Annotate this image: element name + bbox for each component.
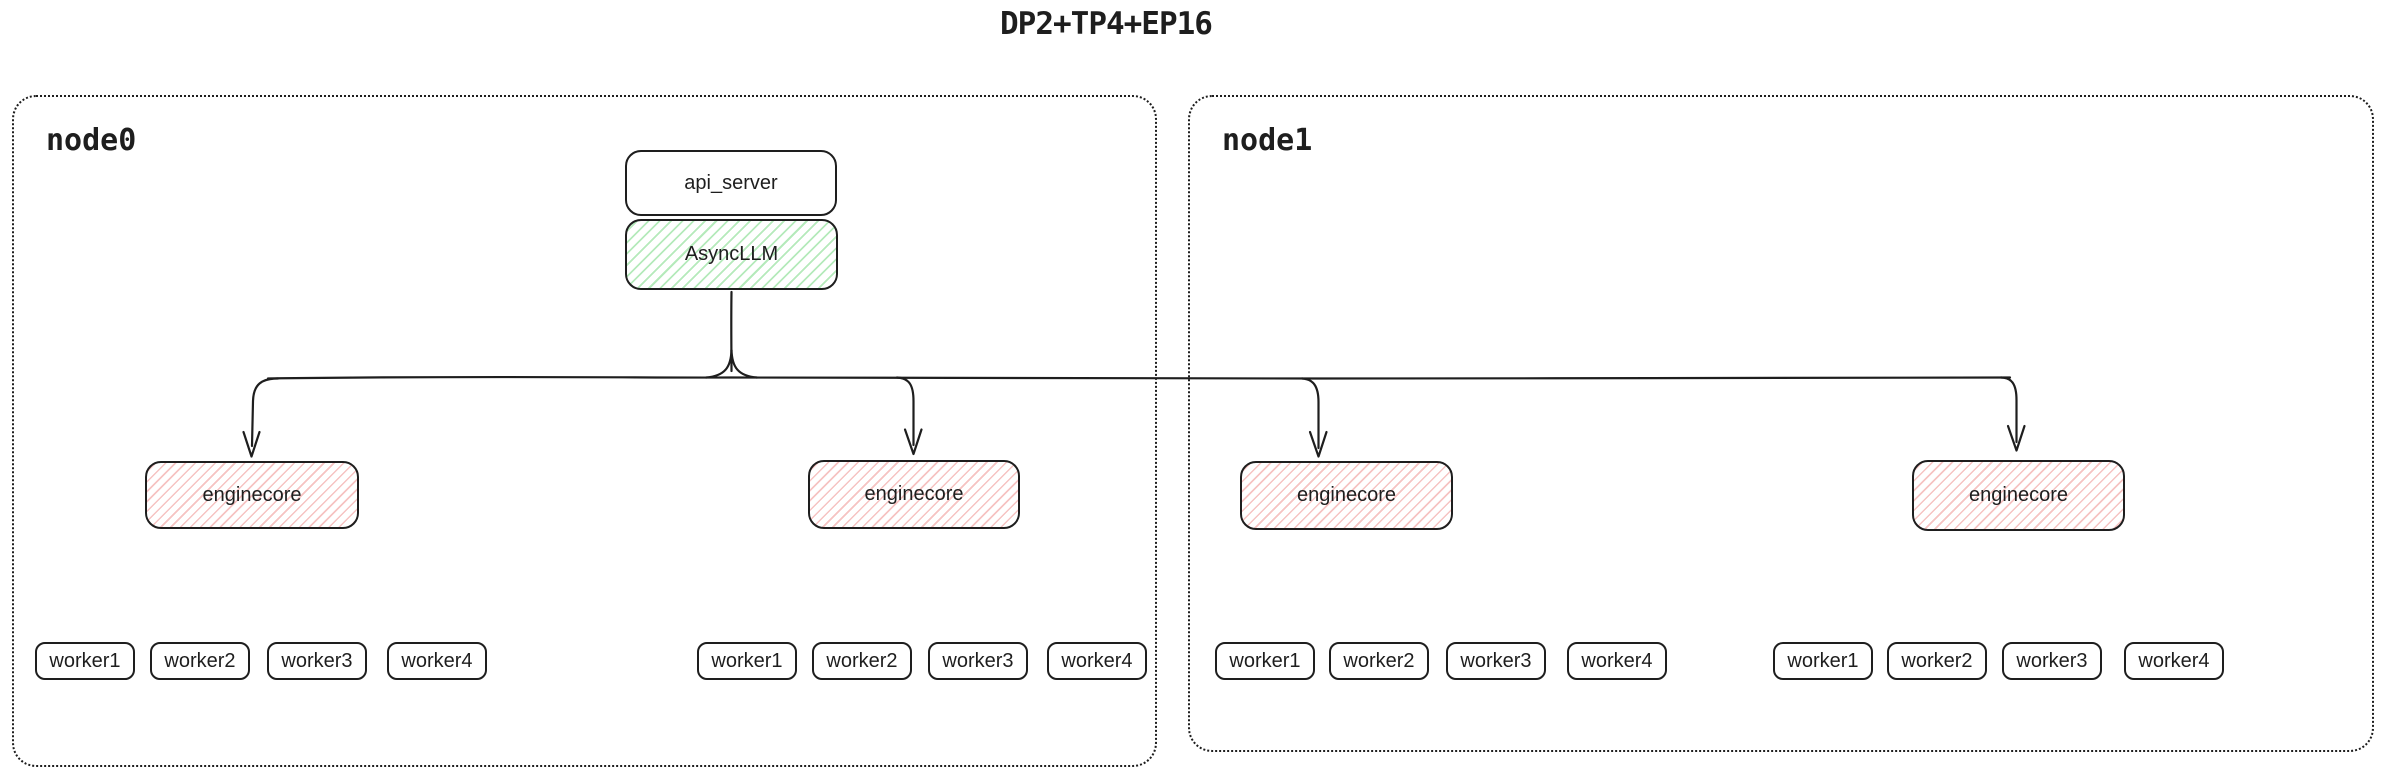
worker-box: worker3 bbox=[928, 642, 1028, 680]
worker-box: worker2 bbox=[1329, 642, 1429, 680]
enginecore-label: enginecore bbox=[1969, 484, 2068, 506]
worker-box: worker3 bbox=[2002, 642, 2102, 680]
worker-box: worker4 bbox=[1047, 642, 1147, 680]
worker-box: worker2 bbox=[812, 642, 912, 680]
enginecore-box-1: enginecore bbox=[145, 461, 359, 529]
api-server-label: api_server bbox=[684, 171, 778, 194]
enginecore-label: enginecore bbox=[202, 483, 302, 506]
node1-container: node1 bbox=[1188, 95, 2374, 752]
node0-container: node0 bbox=[12, 95, 1157, 767]
enginecore-box-2: enginecore bbox=[808, 460, 1020, 529]
diagram-title: DP2+TP4+EP16 bbox=[1000, 6, 1213, 42]
worker-box: worker4 bbox=[387, 642, 487, 680]
asyncllm-box: AsyncLLM bbox=[625, 219, 838, 290]
worker-box: worker1 bbox=[1215, 642, 1315, 680]
worker-box: worker1 bbox=[35, 642, 135, 680]
worker-box: worker1 bbox=[1773, 642, 1873, 680]
enginecore-box-3: enginecore bbox=[1240, 461, 1453, 530]
worker-box: worker3 bbox=[1446, 642, 1546, 680]
worker-box: worker4 bbox=[1567, 642, 1667, 680]
worker-box: worker4 bbox=[2124, 642, 2224, 680]
node0-label: node0 bbox=[46, 123, 137, 158]
enginecore-label: enginecore bbox=[1297, 484, 1396, 506]
worker-box: worker2 bbox=[1887, 642, 1987, 680]
api-server-box: api_server bbox=[625, 150, 837, 216]
worker-box: worker1 bbox=[697, 642, 797, 680]
worker-box: worker3 bbox=[267, 642, 367, 680]
node1-label: node1 bbox=[1222, 123, 1313, 158]
enginecore-box-4: enginecore bbox=[1912, 460, 2125, 531]
worker-box: worker2 bbox=[150, 642, 250, 680]
asyncllm-label: AsyncLLM bbox=[684, 243, 779, 265]
enginecore-label: enginecore bbox=[864, 483, 964, 505]
